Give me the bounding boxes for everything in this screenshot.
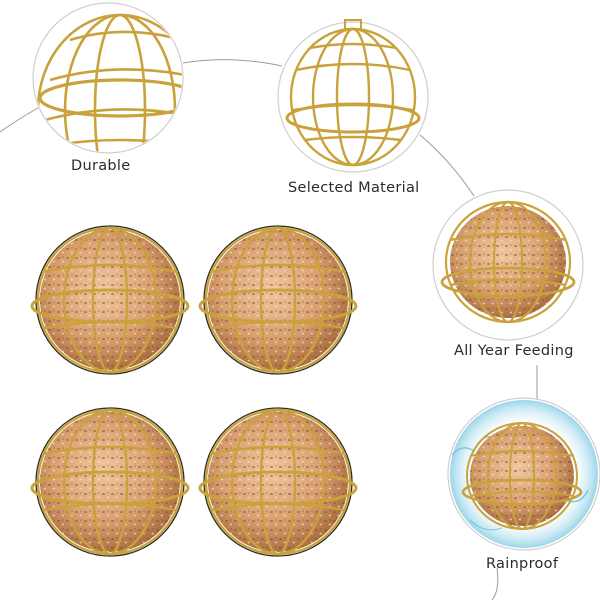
feature-label-rainproof: Rainproof xyxy=(486,556,559,572)
suet-ball-top-left xyxy=(30,225,190,375)
feature-label-feeding: All Year Feeding xyxy=(454,343,574,359)
suet-ball-top-right xyxy=(198,225,358,375)
connector-durable-left xyxy=(0,107,39,133)
rainproof-suet-ball xyxy=(461,422,583,530)
feeding-suet-ball xyxy=(440,200,576,324)
suet-ball-bottom-right xyxy=(198,407,358,557)
connector-material-feeding xyxy=(419,134,475,197)
feature-label-material: Selected Material xyxy=(288,180,420,196)
feature-label-durable: Durable xyxy=(71,158,131,174)
connector-durable-material xyxy=(182,59,283,67)
callout-material-ring xyxy=(277,21,429,173)
suet-ball-bottom-left xyxy=(30,407,190,557)
connector-rainproof-down xyxy=(491,567,499,600)
connector-lines xyxy=(0,59,538,600)
material-cage xyxy=(285,19,421,167)
